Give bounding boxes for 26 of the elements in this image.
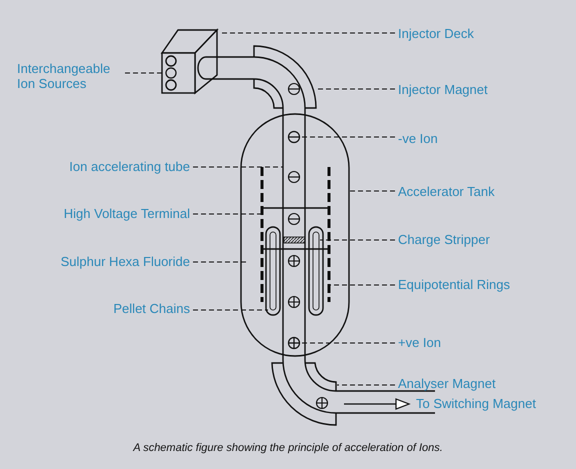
part-label: Injector Deck — [398, 26, 474, 41]
leader-line — [336, 384, 396, 386]
part-label: Injector Magnet — [398, 82, 488, 97]
leader-line — [318, 88, 396, 90]
figure-caption: A schematic figure showing the principle of acceleration of Ions. — [132, 442, 444, 454]
positive-ion-icon — [288, 336, 300, 350]
part-label: -ve Ion — [398, 131, 438, 146]
part-label: Charge Stripper — [398, 232, 490, 247]
leader-line — [300, 342, 396, 344]
part-label: +ve Ion — [398, 335, 442, 350]
leader-line — [220, 32, 396, 34]
part-label: Sulphur Hexa Fluoride — [60, 254, 190, 269]
part-label: Equipotential Rings — [398, 277, 510, 292]
part-label: Ion accelerating tube — [69, 159, 190, 174]
part-label: Accelerator Tank — [398, 184, 495, 199]
ion-source-circle — [165, 67, 177, 79]
part-label: Pellet Chains — [113, 301, 190, 316]
leader-line — [300, 136, 396, 138]
destination-label: To Switching Magnet — [416, 396, 536, 411]
negative-ion-icon — [288, 130, 300, 144]
part-label: Analyser Magnet — [398, 376, 496, 391]
part-label: Interchangeable Ion Sources — [17, 61, 122, 91]
leader-line — [192, 166, 284, 168]
part-label: High Voltage Terminal — [64, 206, 190, 221]
leader-line — [330, 284, 396, 286]
leader-line — [348, 190, 396, 192]
